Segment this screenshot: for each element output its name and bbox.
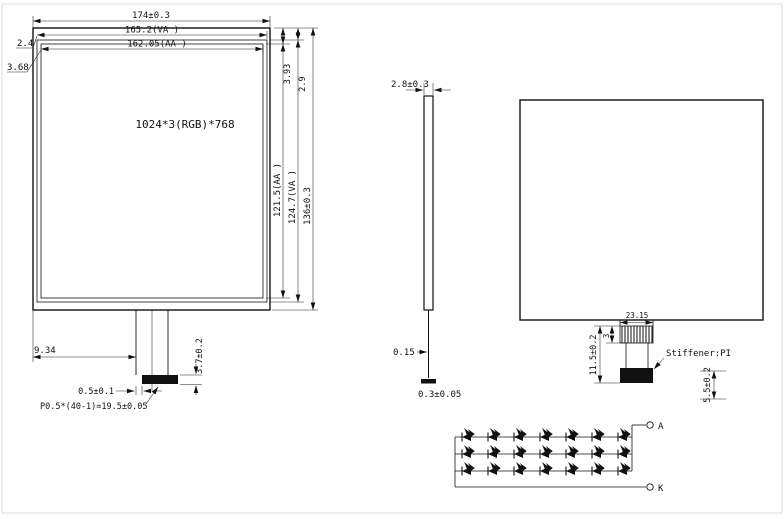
front-margin-left-aa-dim: 3.68 xyxy=(7,63,29,73)
fpc-connector xyxy=(142,375,178,384)
led-symbol xyxy=(592,463,602,476)
led-symbol xyxy=(618,429,628,442)
led-symbol xyxy=(540,463,550,476)
side-view: 2.8±0.3 0.15 0.3±0.05 xyxy=(391,80,461,400)
led-circuit: A K xyxy=(454,421,664,494)
side-fpc-thickness-dim: 0.15 xyxy=(393,348,415,358)
front-aa-outline xyxy=(40,43,264,299)
led-symbol xyxy=(592,429,602,442)
front-connector-height-dim: 3.7±0.2 xyxy=(195,338,205,374)
led-symbol xyxy=(462,429,472,442)
cathode-terminal xyxy=(646,483,654,491)
anode-label: A xyxy=(658,422,664,432)
led-symbol xyxy=(618,463,628,476)
front-height-va-dim: 124.7(VA ) xyxy=(288,170,298,224)
led-symbol xyxy=(566,446,576,459)
front-height-aa-dim: 121.5(AA ) xyxy=(273,163,283,217)
front-width-va-dim: 165.2(VA ) xyxy=(125,26,179,36)
front-fpc-offset-dim: 9.34 xyxy=(34,346,56,356)
side-panel-outline xyxy=(423,95,434,311)
back-fpc-width-dim: 23.15 xyxy=(626,311,649,320)
front-dimensions xyxy=(7,16,318,405)
front-width-total-dim: 174±0.3 xyxy=(132,11,170,21)
led-symbol xyxy=(514,446,524,459)
stiffener-block xyxy=(620,368,653,383)
side-thickness-dim: 2.8±0.3 xyxy=(391,80,429,90)
back-bend-dim: 3 xyxy=(602,334,611,339)
front-panel-outline xyxy=(32,27,271,311)
led-symbol xyxy=(488,429,498,442)
fpc-contact-fingers xyxy=(619,325,654,344)
led-symbol xyxy=(462,463,472,476)
led-symbol xyxy=(462,446,472,459)
cathode-label: K xyxy=(658,484,664,494)
sheet-border xyxy=(1,3,783,514)
led-symbol xyxy=(566,429,576,442)
led-symbol xyxy=(514,463,524,476)
led-grid xyxy=(462,429,628,476)
back-stiffener-length-dim: 5.5±0.2 xyxy=(703,367,713,403)
back-fpc-length-dim: 11.5±0.2 xyxy=(589,335,599,376)
front-va-outline xyxy=(36,39,268,303)
front-resolution-text: 1024*3(RGB)*768 xyxy=(135,118,234,131)
side-tape-thickness-dim: 0.3±0.05 xyxy=(418,390,461,400)
led-symbol xyxy=(488,463,498,476)
back-dimensions xyxy=(594,320,726,400)
front-margin-top-va-dim: 2.9 xyxy=(298,76,308,91)
led-symbol xyxy=(540,429,550,442)
led-symbol xyxy=(566,463,576,476)
led-symbol xyxy=(618,446,628,459)
front-fpc-tail xyxy=(135,310,178,390)
anode-terminal xyxy=(646,421,654,429)
led-symbol xyxy=(540,446,550,459)
front-margin-left-va-dim: 2.4 xyxy=(17,39,33,49)
stiffener-label: Stiffener:PI xyxy=(666,349,731,359)
led-wires xyxy=(454,424,646,488)
side-dimensions xyxy=(406,83,451,355)
led-symbol xyxy=(514,429,524,442)
back-panel-outline xyxy=(519,99,764,321)
led-symbol xyxy=(592,446,602,459)
side-tape-block xyxy=(421,379,436,384)
front-height-total-dim: 136±0.3 xyxy=(303,187,313,225)
front-connector-edge-dim: 0.5±0.1 xyxy=(78,387,114,397)
front-pitch-dim: P0.5*(40-1)=19.5±0.05 xyxy=(40,402,147,412)
front-view: 174±0.3 165.2(VA ) 162.05(AA ) 2.4 3.68 … xyxy=(7,11,318,412)
back-view: 23.15 3 11.5±0.2 Stiffener:PI 5.5±0.2 xyxy=(519,99,764,403)
front-width-aa-dim: 162.05(AA ) xyxy=(127,40,187,50)
front-margin-top-aa-dim: 3.93 xyxy=(283,64,293,84)
led-symbol xyxy=(488,446,498,459)
